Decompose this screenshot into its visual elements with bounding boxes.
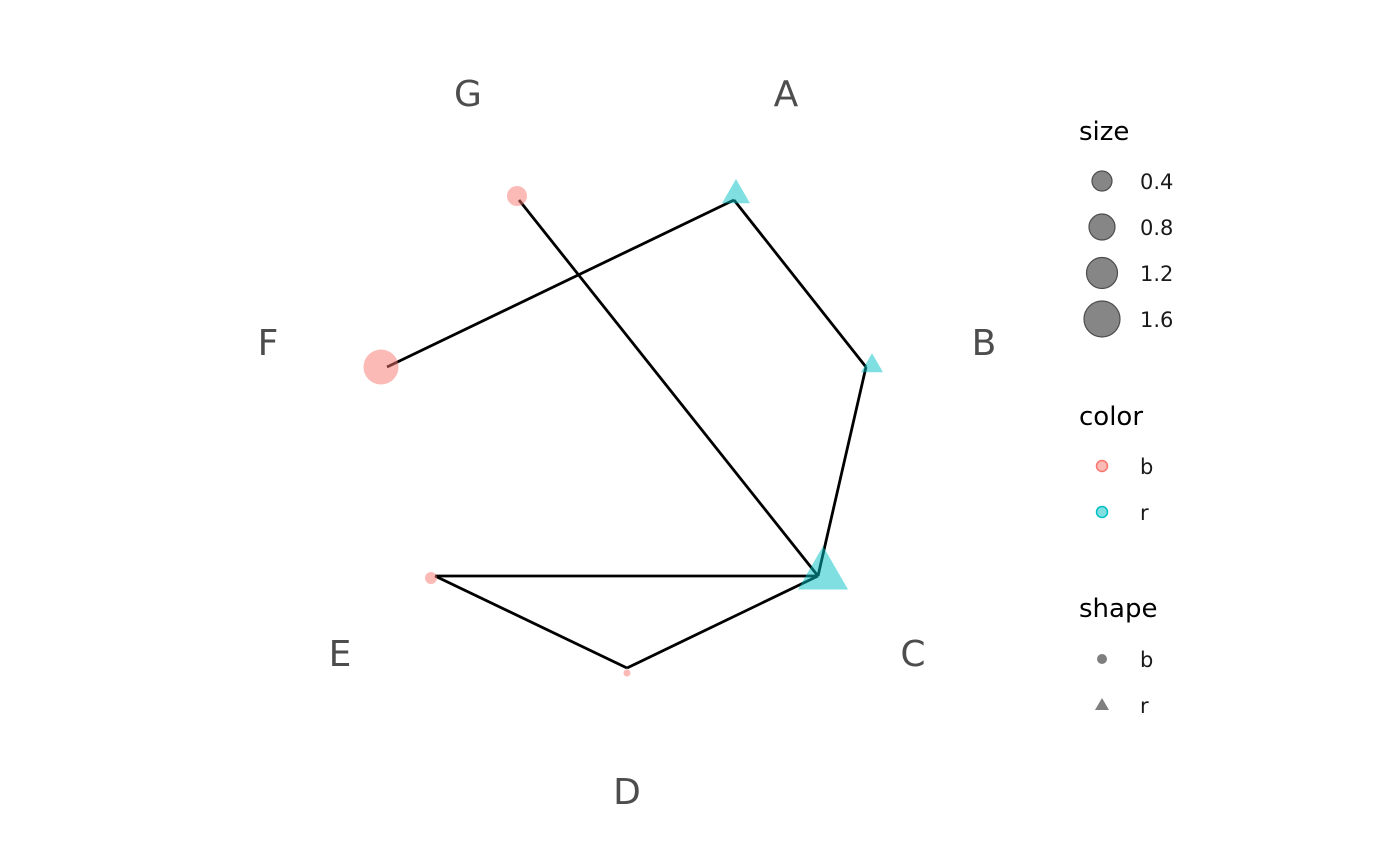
edges-layer bbox=[386, 198, 868, 670]
node-label-e: E bbox=[329, 634, 352, 675]
legend-shape-key-r bbox=[1095, 698, 1109, 710]
node-e bbox=[425, 572, 437, 584]
legend: size 0.40.81.21.6 color br shape br bbox=[1079, 117, 1173, 718]
node-c bbox=[798, 546, 848, 590]
legend-shape-key-b bbox=[1097, 654, 1107, 664]
edge-a-f bbox=[386, 198, 735, 369]
legend-size-key-1 bbox=[1091, 170, 1113, 192]
nodes-layer bbox=[363, 178, 883, 677]
node-g bbox=[507, 186, 527, 206]
node-f bbox=[363, 349, 399, 385]
legend-shape-keys: br bbox=[1095, 648, 1153, 718]
node-label-d: D bbox=[613, 772, 641, 813]
legend-size-key-3 bbox=[1085, 256, 1119, 290]
legend-size-keys: 0.4 0.8 1.2 1.6 bbox=[1083, 170, 1173, 338]
node-label-a: A bbox=[774, 74, 799, 115]
edge-b-c bbox=[816, 366, 868, 577]
legend-shape-label-r: r bbox=[1140, 694, 1149, 718]
edge-a-b bbox=[732, 199, 868, 368]
legend-color-label-b: b bbox=[1140, 455, 1153, 479]
node-b bbox=[861, 353, 883, 373]
node-label-f: F bbox=[258, 323, 279, 364]
node-label-c: C bbox=[900, 634, 925, 675]
edge-c-d bbox=[626, 574, 819, 670]
legend-color-keys: br bbox=[1095, 455, 1153, 525]
legend-size-label-3: 1.2 bbox=[1140, 262, 1173, 286]
legend-size-key-4 bbox=[1083, 300, 1121, 338]
legend-color-key-r bbox=[1095, 505, 1109, 519]
node-d bbox=[623, 669, 631, 677]
legend-size-label-4: 1.6 bbox=[1140, 308, 1173, 332]
legend-color-title: color bbox=[1079, 402, 1143, 432]
legend-shape-title: shape bbox=[1079, 594, 1157, 624]
legend-color-key-b bbox=[1095, 459, 1109, 473]
node-label-g: G bbox=[454, 74, 482, 115]
node-a bbox=[722, 178, 750, 204]
legend-size-label-2: 0.8 bbox=[1140, 216, 1173, 240]
legend-size-label-1: 0.4 bbox=[1140, 170, 1173, 194]
legend-size-title: size bbox=[1079, 117, 1129, 147]
legend-size-key-2 bbox=[1088, 213, 1116, 241]
edge-d-e bbox=[434, 574, 628, 670]
legend-color-label-r: r bbox=[1140, 501, 1149, 525]
node-label-b: B bbox=[972, 323, 997, 364]
legend-shape-label-b: b bbox=[1140, 648, 1153, 672]
node-labels-layer: A B C D E F G bbox=[258, 74, 997, 813]
edge-g-c bbox=[517, 199, 820, 577]
